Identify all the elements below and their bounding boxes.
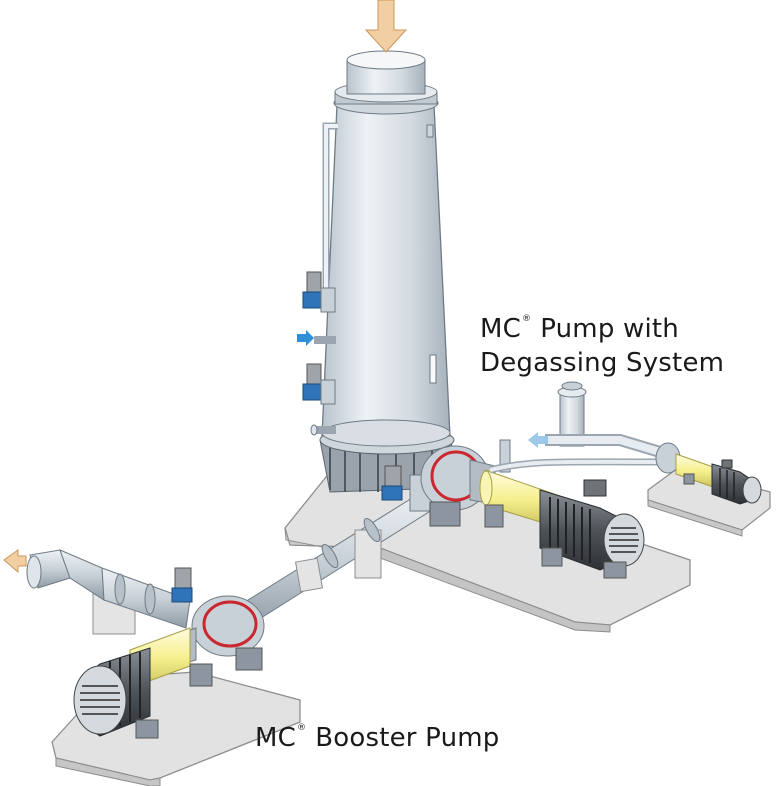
degassing-registered-mark: ® [522, 314, 532, 324]
discharge-pipe [26, 549, 191, 635]
booster-pump-label: MC® Booster Pump [255, 711, 499, 755]
degassing-pump [381, 439, 645, 579]
degassing-pump-label: MC® Pump with Degassing System [480, 302, 724, 380]
inflow-arrow [364, 0, 408, 53]
gas-extraction-line [489, 381, 662, 474]
water-inlet-arrow [297, 330, 314, 346]
booster-brand: MC [255, 723, 296, 753]
degassing-line2: Degassing System [480, 348, 725, 378]
booster-registered-mark: ® [297, 723, 307, 733]
vacuum-pump [655, 442, 762, 505]
connecting-pipe [231, 489, 433, 631]
booster-text: Booster Pump [315, 723, 500, 753]
gas-outlet-arrow [528, 432, 548, 448]
degassing-line1: Pump with [540, 314, 679, 344]
degassing-brand: MC [480, 314, 521, 344]
outflow-arrow [3, 549, 27, 574]
booster-pump [73, 567, 265, 739]
control-valve-upper [302, 271, 336, 313]
control-valve-lower [302, 363, 336, 405]
degassing-tower [319, 50, 455, 493]
tower-side-piping [310, 122, 338, 436]
small-pump-base [647, 467, 771, 537]
